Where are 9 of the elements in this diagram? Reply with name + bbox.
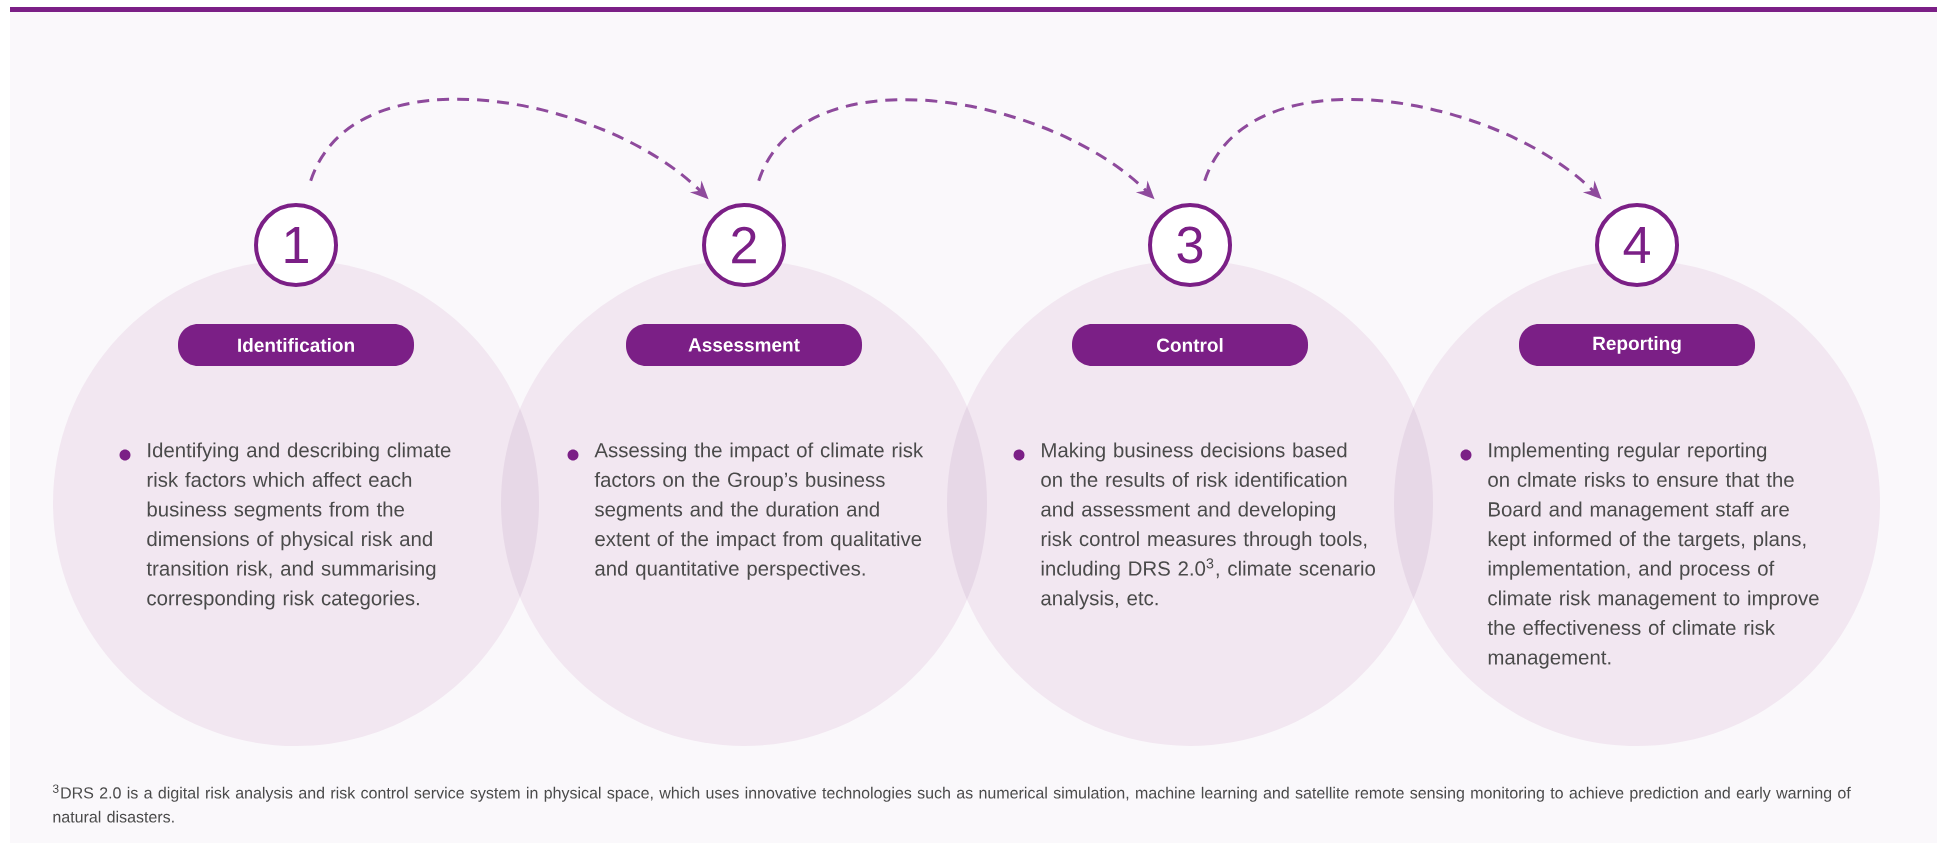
- footnote: $^{3}$DRS 2.0 is a digital risk analysis and risk control service system in physical space, which uses innovative technologies such as numerical simulation, machine learning and satellite remote sensing monitoring to achieve prediction and early warning of natural disasters.: [52, 784, 1851, 823]
- description-text: Making business decisions based on the results of risk identification and assessment and developing risk control measures through tools, including DRS 2.0$^{3}$, climate scenario analysis, etc.: [1041, 442, 1375, 610]
- description-text: Assessing the impact of climate risk factors on the Group’s business segments and the duration and extent of the impact from qualitative and quantitative perspectives.: [594, 442, 924, 580]
- stage-label: Reporting: [1519, 324, 1755, 366]
- stage-label: Assessment: [626, 324, 862, 366]
- stage-label: Control: [1072, 324, 1308, 366]
- stage-label: Identification: [178, 324, 414, 366]
- description-text: Identifying and describing climate risk factors which affect each business segments from the dimensions of physical risk and transition risk, and summarising corresponding risk categories.: [146, 442, 451, 610]
- description-text: Implementing regular reporting on clmate risks to ensure that the Board and management staff are kept informed of the targets, plans, implementation, and process of climate risk management to improve the effectiveness of climate risk management.: [1487, 442, 1819, 669]
